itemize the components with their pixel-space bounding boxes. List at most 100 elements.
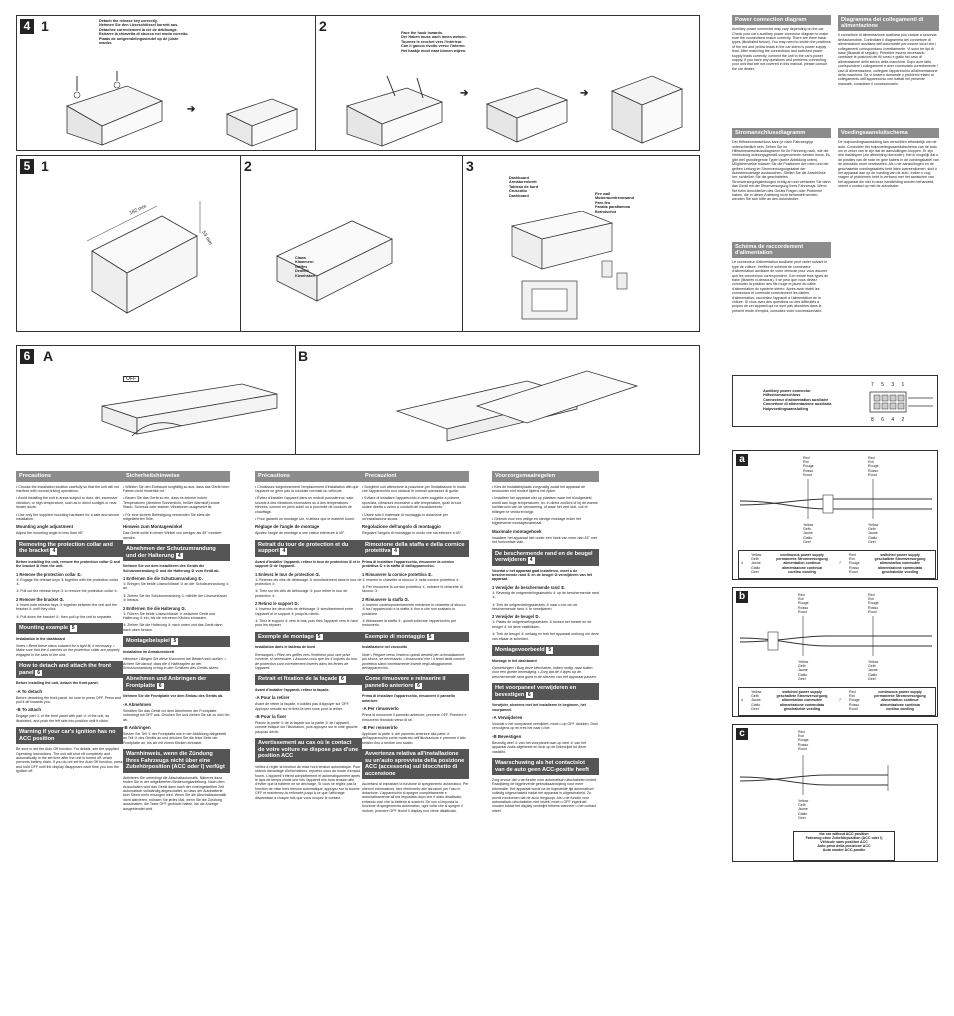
label: Yellow [798,660,809,664]
section-heading: Come rimuovere e reinserire il pannello … [362,674,469,692]
caption: Tournez le crochet vers l'intérieur. [401,39,463,44]
label: Dashboard [509,193,529,198]
body-text: Veillez à régler la fonction de mise hor… [255,764,361,800]
dimension-illustration [86,201,201,314]
step: 2 Verwijder de beugel ②. [492,614,540,620]
firewall-labels: Fire wall Motorraumtrennwand Pare-feu Pa… [595,192,655,214]
label: Connecteur d'alimentation auxiliaire [763,397,829,402]
subheading: Maximale montagehoek [492,528,542,534]
label: alimentation commutée [781,698,823,703]
body-text: • Installeer het apparaat niet op plaats… [492,496,598,514]
label: Auto zonder ACC-positie [822,848,866,853]
heading-text: Rimozione della staffa e della cornice p… [365,541,465,555]
body-text: Le connecteur d'alimentation auxiliaire … [732,260,829,313]
panel-letter: A [43,348,54,364]
heading-text: Esempio di montaggio [365,633,425,640]
body-text: Installation in the dashboard [16,636,65,641]
label: Rosso [803,468,814,473]
divider [315,16,316,150]
column-english: Precautions • Choose the installation lo… [16,468,123,988]
section-heading: Het voorpaneel verwijderen en bevestigen… [492,683,599,701]
subheading: -B Bevestigen [492,733,522,739]
column-french: Précautions • Choisissez soigneusement l… [255,468,362,988]
label: Rouge [798,601,809,606]
label: Rot [798,597,804,602]
subheading: -B Per reinserirlo [362,724,398,730]
body-text: • Choose the installation location caref… [16,484,119,493]
pin-label: 2 [901,417,908,423]
heading-text: Removing the protection collar and the b… [19,541,113,555]
heading-text: Retrait et fixation de la façade [258,676,338,683]
section-heading: Avertissement au cas où le contact de vo… [255,738,362,762]
connector-diagram: Auxiliary power connector Hilfsstromansc… [732,375,938,427]
body-text: ① Bevestig de ontgrendelingssleutels ③ o… [492,590,599,600]
section-5-panel: 5 1 182 mm 53 mm 2 Claws Klammern Griffe… [16,155,700,332]
panel-number: 1 [41,18,49,34]
figure-number: 4 [392,548,400,555]
label: alimentation continue [881,698,919,703]
section-heading: Esempio di montaggio 5 [362,631,469,643]
subheading: -A Abnehmen [123,701,152,707]
section-heading: Precautions [16,471,123,482]
label: Geel [798,676,806,681]
label: Rood [849,569,858,574]
label: Motorraumtrennwand [595,196,635,201]
section-4-panel: 4 1 Detach the release key correctly. Ne… [16,15,700,151]
label: Geel [798,815,806,820]
label: geschakelde voeding [783,706,821,711]
arrow-right-icon: ➔ [460,88,469,99]
label: Yellow [868,523,879,527]
label: Rot [849,694,855,699]
caption: Détachez correctement la clé de déblocag… [99,27,178,32]
heading-text: Abnehmen der Schutzumrandung und der Hal… [126,546,216,559]
section-number: 4 [20,19,34,34]
body-text: Prima di installare l'apparecchio, rimuo… [362,559,455,569]
heading-text: Mounting example [19,625,69,631]
body-text: Aktivieren Sie unbedingt die Abschaltaut… [123,775,227,811]
pin-label: 8 [871,417,877,423]
label: alimentazione continua [782,565,822,570]
heading-text: Montagevoorbeeld [495,647,545,654]
body-text: ② Pull out the release keys ③ to remove … [16,589,119,594]
body-text: Nehmen Sie vor dem Installieren des Gerä… [123,564,220,573]
body-text: Prima di installare l'apparecchio, rimuo… [362,694,456,703]
section-heading: Mounting example 5 [16,623,123,634]
label: Yellow [803,523,814,527]
figure-number: 6 [338,676,346,683]
label: switched power supply [880,553,920,557]
label: Véhicule sans position ACC [820,840,868,845]
label: Klammern [295,260,314,265]
body-text: De hulpvoedingsaansluiting kan verschill… [838,140,939,189]
label: switched power supply [782,690,822,694]
label: Geel [868,676,876,681]
pin-number: 7 [839,698,841,702]
label: Yellow [751,690,762,694]
figure-number: 4 [280,548,288,555]
label: Yellow [868,660,879,664]
label: Rood [798,609,807,614]
label: Rosso [868,468,879,473]
body-text: • Choisissez soigneusement l'emplacement… [255,484,359,493]
body-text: Il connettore di alimentazione ausiliari… [838,33,938,86]
pin-label: 3 [891,382,898,388]
figure-number: 6 [156,682,164,690]
body-text: • Scegliere con attenzione la posizione … [362,484,466,493]
body-text: • Wählen Sie den Einbauort sorgfältig so… [123,484,230,493]
label: Auxiliary power connector [763,389,811,393]
unit-illustration [485,87,569,143]
label: continuous power supply [878,690,922,694]
body-text: Avant de retirer la façade, n'oubliez pa… [255,702,350,711]
body-text: • Avoid installing the unit in areas sub… [16,496,118,510]
label: Rosso [849,565,860,570]
wire-harness-illustration [739,755,889,795]
caption: Face the hook inwards. [401,31,443,35]
label: Giallo [868,535,878,540]
